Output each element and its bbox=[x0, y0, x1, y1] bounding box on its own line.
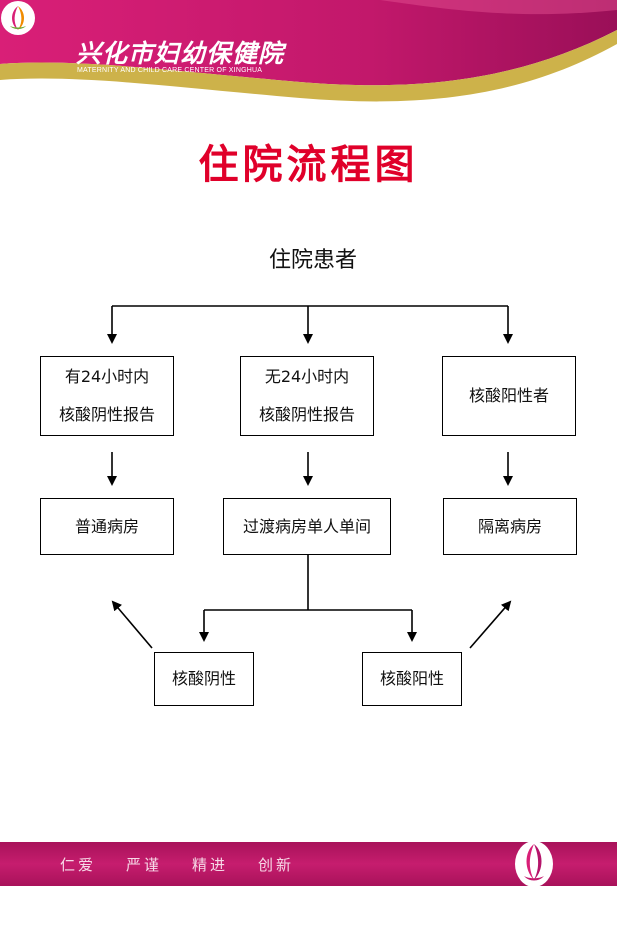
arrow-positive-to-isolation-diag bbox=[469, 600, 512, 649]
node-positive-label: 核酸阳性者 bbox=[468, 386, 549, 405]
node-transition-room: 过渡病房单人单间 bbox=[223, 498, 391, 555]
node-no24h-line2: 核酸阴性报告 bbox=[258, 405, 355, 424]
slogan-2: 严谨 bbox=[126, 855, 163, 874]
node-24h-negative-report: 有24小时内 核酸阴性报告 bbox=[40, 356, 174, 436]
hospital-logo-icon bbox=[1, 1, 35, 35]
node-no24h-line1: 无24小时内 bbox=[264, 367, 350, 386]
slogan-4: 创新 bbox=[258, 855, 295, 874]
node-no-24h-report: 无24小时内 核酸阴性报告 bbox=[240, 356, 374, 436]
slogan-3: 精进 bbox=[192, 855, 229, 874]
footer-logo-icon bbox=[515, 841, 553, 887]
page-title: 住院流程图 bbox=[198, 142, 419, 188]
footer-bar: 仁爱 严谨 精进 创新 bbox=[0, 841, 617, 887]
org-name-en: MATERNITY AND CHILD CARE CENTER OF XINGH… bbox=[77, 67, 263, 74]
footer-slogans: 仁爱 严谨 精进 创新 bbox=[60, 842, 324, 886]
node-test-negative: 核酸阴性 bbox=[154, 652, 254, 706]
node-transition-room-label: 过渡病房单人单间 bbox=[242, 516, 371, 536]
node-test-negative-label: 核酸阴性 bbox=[171, 669, 236, 688]
slogan-1: 仁爱 bbox=[60, 855, 97, 874]
header-banner: 兴化市妇幼保健院 MATERNITY AND CHILD CARE CENTER… bbox=[0, 0, 617, 120]
node-24h-line1: 有24小时内 bbox=[64, 367, 150, 386]
node-general-ward-label: 普通病房 bbox=[74, 516, 139, 536]
flow-root-label: 住院患者 bbox=[268, 248, 357, 273]
bottom-margin bbox=[0, 886, 617, 927]
node-isolation-ward-label: 隔离病房 bbox=[477, 516, 542, 536]
node-isolation-ward: 隔离病房 bbox=[443, 498, 577, 555]
node-24h-line2: 核酸阴性报告 bbox=[58, 405, 155, 424]
arrow-negative-to-general bbox=[111, 600, 153, 649]
node-test-positive: 核酸阳性 bbox=[362, 652, 462, 706]
node-general-ward: 普通病房 bbox=[40, 498, 174, 555]
node-test-positive-label: 核酸阳性 bbox=[379, 669, 444, 688]
org-name-cn: 兴化市妇幼保健院 bbox=[76, 39, 285, 68]
header-wave-graphic bbox=[0, 0, 617, 102]
node-positive-patient: 核酸阳性者 bbox=[442, 356, 576, 436]
